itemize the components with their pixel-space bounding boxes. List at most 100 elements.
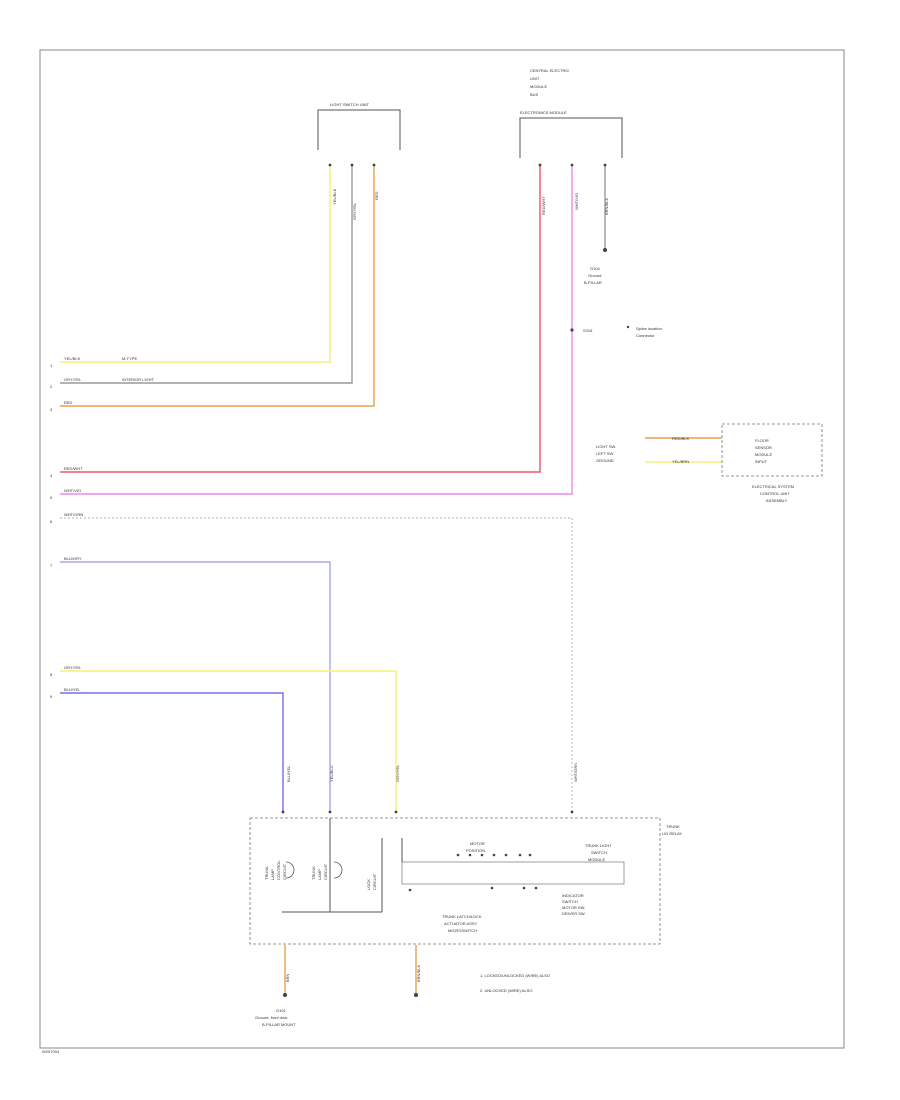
wires-group <box>60 163 722 995</box>
wire-red-top <box>60 165 541 473</box>
diagram-frame <box>39 49 845 1049</box>
mid-label-1: ACTUATOR ASSY <box>444 921 478 926</box>
left-wire-code: RED <box>64 400 73 405</box>
bottom-title-0: TRUNK <box>666 824 680 829</box>
lower-label-0: INDICATOR <box>562 893 584 898</box>
left-wire-number: 4 <box>50 473 53 478</box>
top-right-label-1: UNIT <box>530 76 540 81</box>
bottom-ground: G101 Ground, front door B-PILLAR MOUNT <box>255 993 418 1027</box>
left-wire-number: 6 <box>50 519 53 524</box>
wire-blue-gray <box>60 561 331 812</box>
section-2-line-1: CIRCUIT <box>372 873 377 890</box>
top-right-connector: CENTRAL ELECTRIC UNIT MODULE BUS ELECTRO… <box>519 68 623 158</box>
left-wire-code: WHT/VIO <box>64 488 81 493</box>
splice-label-0: Splice location <box>636 326 662 331</box>
right-label-2: MODULE <box>588 857 605 862</box>
top-ground: G104 Ground B-PILLAR <box>584 248 607 285</box>
left-wire-code: WHT/GRN <box>64 512 83 517</box>
right-label-1: SWITCH <box>591 850 607 855</box>
section-2-line-0: LOCK <box>366 879 371 890</box>
pin-code-3: WHT/GRN <box>573 763 578 782</box>
right-module-line-1: SENSOR <box>755 445 772 450</box>
legend-item-0: 1. LOCKED/UNLOCKED (WIRE) ALSO <box>480 973 550 978</box>
mid-label-2: MICROSWITCH <box>448 928 477 933</box>
legend: 1. LOCKED/UNLOCKED (WIRE) ALSO 2. UNLOCK… <box>480 973 550 993</box>
pin-code-1: YEL/BLU <box>329 765 334 782</box>
left-wire-desc: M-TYPE <box>122 356 137 361</box>
bottom-ground-line-1: Ground, front door <box>255 1015 288 1020</box>
right-module: FLOOR SENSOR MODULE INPUT LIGHT SW. LEFT… <box>596 423 823 503</box>
left-wire-code: YEL/BLK <box>64 356 81 361</box>
diagram-footnote: W207004 <box>42 1049 60 1054</box>
right-module-line-2: MODULE <box>755 452 772 457</box>
top-pin-label-brnblk: BRN/BLK <box>604 198 609 215</box>
splice-s316: S316 Splice location Connector <box>570 325 662 338</box>
left-wire-number: 2 <box>50 384 53 389</box>
bottom-component-box <box>249 817 661 945</box>
top-pin-labels: YEL/BLK GRY/YEL RED RED/WHT WHT/VIO BRN/… <box>332 188 609 220</box>
lamp-symbol <box>285 861 295 879</box>
inner-title-1: POSITION <box>466 848 485 853</box>
lower-pin-code-1: BRN/BLK <box>416 965 421 982</box>
section-0-line-2: CONTROL <box>276 860 281 880</box>
section-1-line-1: LAMP <box>317 869 322 880</box>
right-module-wire-1: YEL/BRN <box>672 459 689 464</box>
lower-label-1: SWITCH <box>562 899 578 904</box>
right-module-caption-0: ELECTRICAL SYSTEM <box>752 484 794 489</box>
right-module-caption-2: ASSEMBLY <box>766 498 788 503</box>
left-wire-code: BLU/YEL <box>64 687 81 692</box>
right-module-wire-0: RED/BLK <box>672 436 689 441</box>
left-wire-code: GRY/YEL <box>64 665 82 670</box>
left-wire-number: 3 <box>50 407 53 412</box>
section-1-line-2: CIRCUIT <box>323 863 328 880</box>
left-wire-code: RED/WHT <box>64 466 83 471</box>
left-wire-number: 8 <box>50 672 53 677</box>
right-module-pin-0: LIGHT SW. <box>596 444 616 449</box>
top-right-label-0: CENTRAL ELECTRIC <box>530 68 570 73</box>
right-module-caption-1: CONTROL UNIT <box>760 491 790 496</box>
wire-pink-top <box>60 165 573 495</box>
section-0-line-3: CIRCUIT <box>282 863 287 880</box>
pin-dot <box>570 810 574 814</box>
splice-id: S316 <box>583 328 593 333</box>
wire-yellow-top <box>60 165 331 363</box>
top-pin-label-gry: GRY/YEL <box>352 202 357 220</box>
wire-gray-top <box>60 165 353 384</box>
right-module-line-0: FLOOR <box>755 438 769 443</box>
top-left-connector-label: LIGHT SWITCH UNIT <box>330 102 370 107</box>
pin-dot <box>603 163 607 167</box>
top-right-label-4: ELECTRONICS MODULE <box>520 110 567 115</box>
top-ground-line-1: Ground <box>588 273 601 278</box>
pin-dot <box>394 810 398 814</box>
pin-dot <box>328 163 332 167</box>
wire-yellow-mid <box>60 670 397 812</box>
splice-label-1: Connector <box>636 333 655 338</box>
lower-label-2: MOTOR SW. <box>562 905 585 910</box>
left-wire-number: 1 <box>50 363 53 368</box>
top-ground-line-0: G104 <box>590 266 601 271</box>
bottom-ground-line-2: B-PILLAR MOUNT <box>262 1022 296 1027</box>
left-wire-code: BLU/GRY <box>64 556 82 561</box>
pin-dot <box>538 163 542 167</box>
bottom-title-1: LID RELAY <box>662 831 682 836</box>
left-wire-number: 7 <box>50 563 53 568</box>
left-wire-code: GRY/YEL <box>64 377 82 382</box>
pin-dot <box>350 163 354 167</box>
top-ground-line-2: B-PILLAR <box>584 280 602 285</box>
pin-dot <box>281 810 285 814</box>
pin-code-0: BLU/YEL <box>286 765 291 782</box>
mid-label-0: TRUNK LATCH/LOCK <box>442 914 482 919</box>
section-1-line-0: TRUNK <box>311 866 316 880</box>
wire-blue <box>60 692 284 812</box>
inner-title-0: MOTOR <box>470 841 485 846</box>
top-pin-label-redwht: RED/WHT <box>541 196 546 215</box>
lower-pin-code-0: BRN <box>285 973 290 982</box>
wire-orange-top <box>60 165 375 407</box>
section-0-line-1: LAMP <box>270 869 275 880</box>
right-module-pin-2: GROUND <box>596 458 614 463</box>
top-pin-label-red: RED <box>374 191 379 200</box>
top-pin-label-yel: YEL/BLK <box>332 188 337 205</box>
left-wire-number: 9 <box>50 694 53 699</box>
lower-label-3: DRIVER SW. <box>562 911 586 916</box>
